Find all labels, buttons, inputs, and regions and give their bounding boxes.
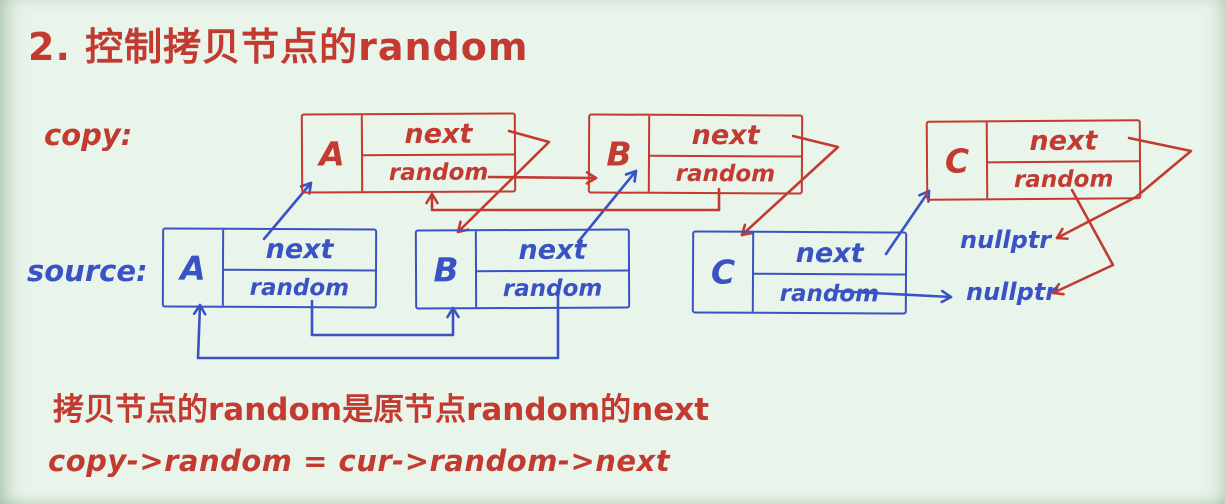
node-value: C <box>693 232 755 312</box>
next-field: next <box>362 114 515 157</box>
node-value: B <box>589 115 651 192</box>
node-value: C <box>927 122 989 199</box>
node-value: A <box>163 229 225 306</box>
source-node-A: A next random <box>161 227 378 309</box>
note-random-rule: 拷贝节点的random是原节点random的next <box>53 392 710 428</box>
copy-node-B: B next random <box>587 113 804 195</box>
nullptr-label-source: nullptr <box>966 278 1058 306</box>
copy-node-A: A next random <box>300 112 517 194</box>
next-field: next <box>649 115 802 158</box>
next-field: next <box>753 232 906 276</box>
arrow-copyC-random-to-nullptr <box>1051 188 1115 296</box>
random-field: random <box>675 161 776 188</box>
next-field: next <box>987 121 1140 164</box>
next-field: next <box>223 229 376 272</box>
copy-node-C: C next random <box>925 119 1142 201</box>
next-field: next <box>476 230 629 273</box>
note-code-line: copy->random = cur->random->next <box>48 444 671 478</box>
node-value: A <box>302 115 364 192</box>
random-field: random <box>388 160 489 187</box>
node-value: B <box>416 231 478 308</box>
random-field: random <box>249 275 350 302</box>
nullptr-label-copy: nullptr <box>960 226 1052 254</box>
random-field: random <box>502 276 603 303</box>
source-row-label: source: <box>27 254 148 288</box>
random-field: random <box>1013 166 1114 194</box>
page-title: 2. 控制拷贝节点的random <box>28 25 529 69</box>
copy-row-label: copy: <box>44 118 133 152</box>
source-node-B: B next random <box>414 228 631 310</box>
source-node-C: C next random <box>691 230 908 315</box>
random-field: random <box>779 280 880 308</box>
